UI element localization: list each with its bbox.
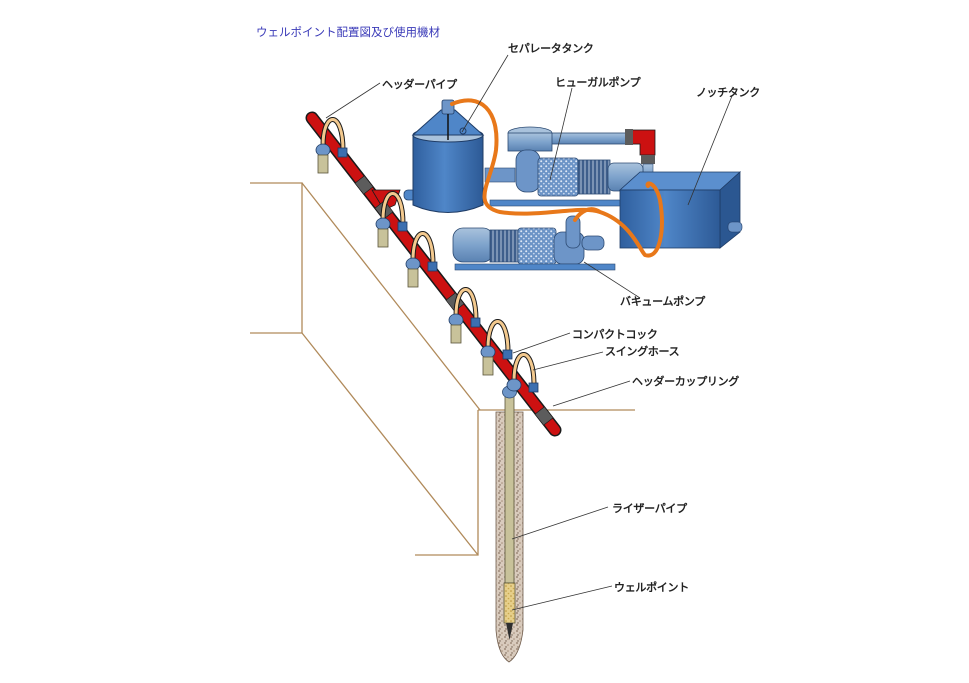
- wellpoint-tip: [506, 623, 513, 640]
- compact-cock: [528, 382, 539, 393]
- swing-hose-assembly: [405, 231, 438, 288]
- riser-pipe: [504, 394, 515, 584]
- swing-hose-assembly: [315, 117, 348, 174]
- label-separator-tank: セパレータタンク: [508, 42, 594, 55]
- separator-tank: [403, 99, 485, 213]
- swing-hose-assembly: [448, 287, 481, 344]
- label-riser-pipe: ライザーパイプ: [612, 502, 687, 515]
- compact-cock: [470, 317, 481, 328]
- label-swing-hose: スイングホース: [605, 345, 680, 358]
- swing-hose-assembly: [506, 352, 539, 393]
- notch-tank: [618, 171, 743, 249]
- label-vacuum-pump: バキュームポンプ: [620, 295, 705, 308]
- label-notch-tank: ノッチタンク: [696, 86, 760, 99]
- leader-lines: [325, 54, 733, 611]
- orange-hose: [450, 98, 664, 258]
- compact-cock: [427, 261, 438, 272]
- compact-cock: [502, 349, 513, 360]
- well-bore: [495, 385, 524, 663]
- swing-hoses: [315, 117, 539, 393]
- swing-hose-assembly: [480, 319, 513, 376]
- label-header-coupling: ヘッダーカップリング: [632, 375, 739, 388]
- label-compact-cock: コンパクトコック: [572, 328, 658, 341]
- excavation-outline: [250, 182, 635, 556]
- compact-cock: [337, 147, 348, 158]
- swing-hose-assembly: [375, 191, 408, 248]
- label-hugal-pump: ヒューガルポンプ: [555, 76, 641, 89]
- diagram-title: ウェルポイント配置図及び使用機材: [256, 25, 440, 39]
- wellpoint-screen: [503, 582, 516, 624]
- compact-cock: [397, 221, 408, 232]
- label-wellpoint: ウェルポイント: [614, 581, 689, 594]
- vacuum-pump: [452, 215, 616, 271]
- label-header-pipe: ヘッダーパイプ: [382, 78, 457, 91]
